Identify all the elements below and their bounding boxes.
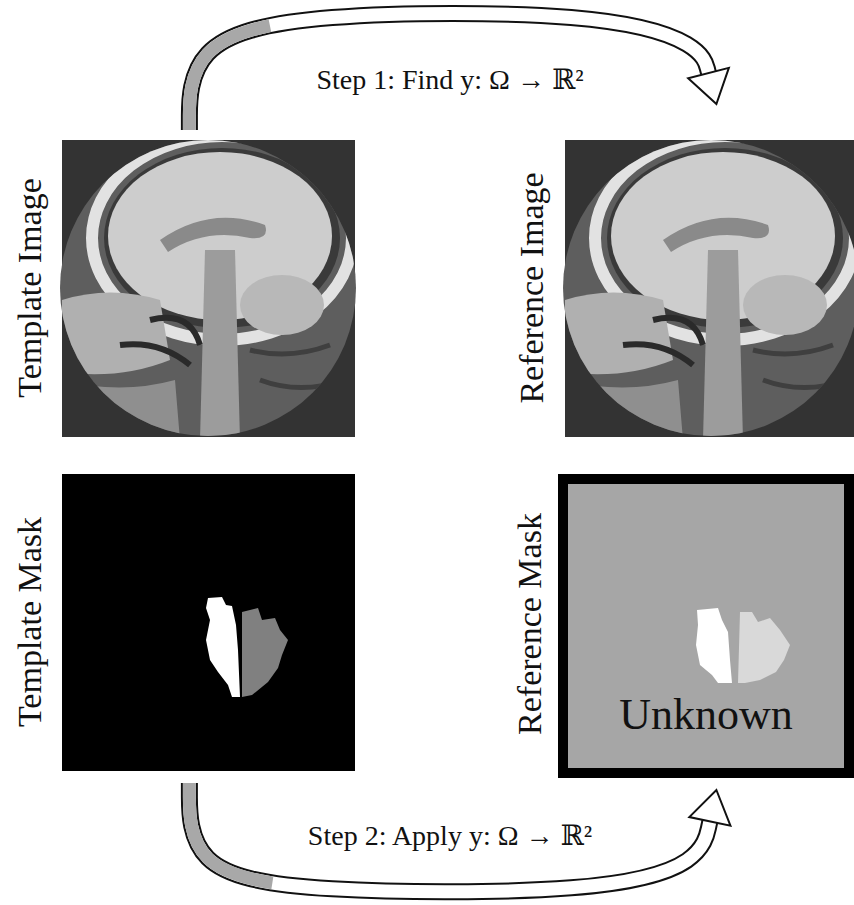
mri-scan: [563, 136, 854, 440]
brainstem: [200, 250, 240, 440]
image-panel: Reference MaskUnknown: [510, 474, 854, 778]
cerebellum: [240, 275, 324, 335]
mask-region: [206, 597, 240, 697]
arrow-body: [189, 13, 708, 130]
arrow-outline: [189, 13, 708, 130]
neck-tissue: [62, 380, 180, 440]
arrow-shade: [189, 783, 709, 892]
panel-label: Reference Image: [513, 172, 550, 403]
step-label: Step 2: Apply y: Ω → ℝ²: [304, 820, 596, 852]
image-panel: Reference Image: [510, 140, 854, 437]
arrow-outline: [189, 783, 709, 892]
mri-scan: [60, 136, 360, 440]
step-label: Step 1: Find y: Ω → ℝ²: [312, 64, 587, 96]
mask-ground: [62, 474, 355, 771]
mask-region: [242, 608, 288, 697]
arrow-head: [689, 790, 730, 826]
mask-border: [558, 474, 854, 778]
airway: [120, 318, 200, 365]
panel-label: Template Image: [11, 178, 48, 397]
block-arrow: [189, 13, 728, 130]
arrow-head: [688, 68, 729, 104]
arrow-shade: [189, 13, 708, 130]
arrow-body: [189, 783, 709, 892]
mask-ground: [568, 484, 844, 768]
mask-region: [696, 608, 732, 683]
corpus-callosum: [160, 218, 266, 252]
tissue-band: [250, 345, 345, 388]
image-panel: Template Mask: [10, 474, 355, 771]
mask-region: [738, 612, 790, 683]
mask-note: Unknown: [619, 691, 793, 739]
image-panel: Template Image: [10, 140, 355, 437]
panel-label: Template Mask: [11, 517, 48, 727]
panel-label: Reference Mask: [511, 513, 548, 735]
block-arrow: [189, 783, 730, 892]
face-tissue: [62, 293, 170, 375]
